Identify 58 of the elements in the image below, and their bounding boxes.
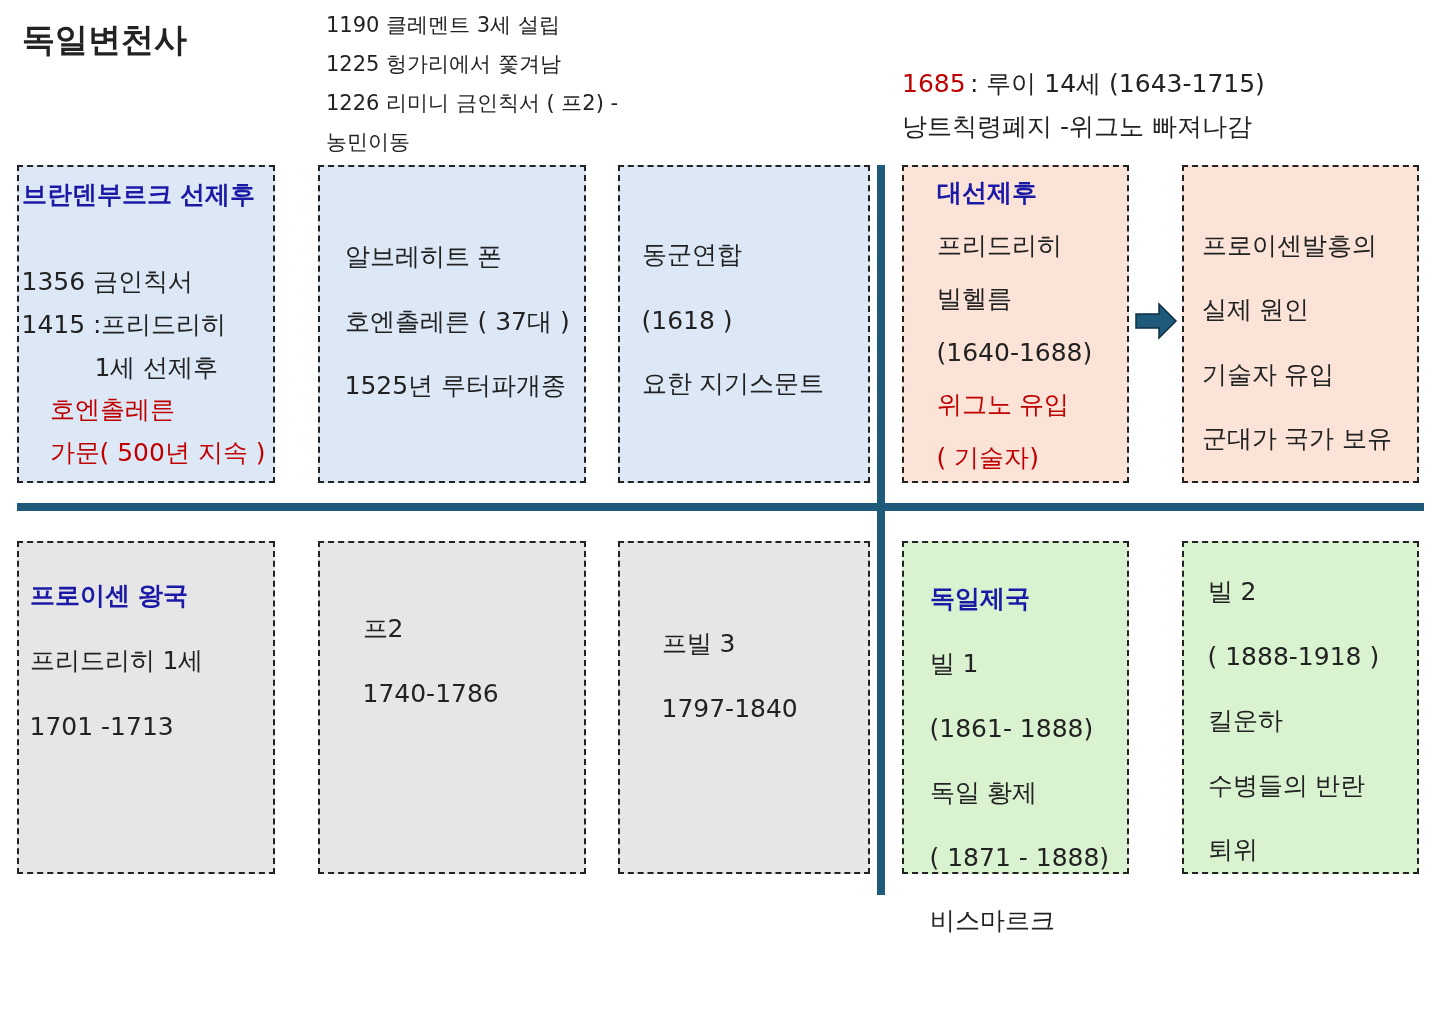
- box-text: 빌 1: [929, 647, 979, 680]
- note-text: 1190 클레멘트 3세 설립: [326, 12, 560, 39]
- box-heading: 프로이센 왕국: [29, 579, 189, 612]
- box-text: 프리드리히: [936, 229, 1062, 262]
- box-text: ( 기술자): [936, 441, 1039, 474]
- title: 독일변천사: [22, 19, 187, 61]
- box-text: 기술자 유입: [1201, 358, 1335, 391]
- box-text: 위그노 유입: [936, 388, 1070, 421]
- note-text: : 루이 14세 (1643-1715): [970, 68, 1265, 100]
- note-text: 낭트칙령폐지 -위그노 빠져나감: [902, 111, 1252, 143]
- box-text: 1740-1786: [362, 677, 499, 710]
- note-text: 1226 리미니 금인칙서 ( 프2) - 농민이동: [326, 90, 620, 156]
- dashed-box: [1182, 541, 1419, 874]
- dashed-box: [17, 165, 275, 483]
- side-note: 비스마르크: [930, 905, 1055, 937]
- box-text: 프빌 3: [661, 627, 736, 660]
- dashed-box: [618, 541, 870, 874]
- dashed-box: [17, 541, 275, 874]
- box-text: 1525년 루터파개종: [344, 369, 567, 402]
- box-text: ( 1888-1918 ): [1207, 640, 1380, 673]
- box-text: (1861- 1888): [929, 712, 1094, 745]
- note-text: 1685: [902, 68, 966, 100]
- box-text: 1415 :프리드리히: [21, 308, 227, 341]
- box-text: 빌헬름: [936, 282, 1012, 315]
- box-heading: 독일제국: [929, 582, 1030, 615]
- box-text: 1701 -1713: [29, 710, 174, 743]
- box-heading: 대선제후: [936, 176, 1037, 209]
- box-text: 호엔촐레른 ( 37대 ): [344, 305, 570, 338]
- box-text: 프로이센발흥의: [1201, 229, 1377, 262]
- dashed-box: [618, 165, 870, 483]
- dashed-box: [1182, 165, 1419, 483]
- box-text: 프리드리히 1세: [29, 644, 204, 677]
- box-text: 빌 2: [1207, 575, 1257, 608]
- box-text: 알브레히트 폰: [344, 240, 503, 273]
- box-text: 퇴위: [1207, 833, 1258, 866]
- box-text: 1세 선제후: [94, 351, 219, 384]
- box-text: 요한 지기스문트: [641, 367, 825, 400]
- dashed-box: [318, 541, 586, 874]
- box-text: 호엔촐레른: [49, 393, 175, 426]
- dashed-box: [902, 541, 1129, 874]
- box-text: 가문( 500년 지속 ): [49, 436, 266, 469]
- box-text: 프2: [362, 612, 404, 645]
- box-text: 독일 황제: [929, 776, 1038, 809]
- box-text: 수병들의 반란: [1207, 769, 1366, 802]
- box-text: 동군연합: [641, 238, 742, 271]
- box-text: (1640-1688): [936, 336, 1093, 369]
- dashed-box: [318, 165, 586, 483]
- box-text: (1618 ): [641, 304, 733, 337]
- box-text: 1797-1840: [661, 692, 798, 725]
- box-text: 킬운하: [1207, 704, 1283, 737]
- box-text: ( 1871 - 1888): [929, 841, 1110, 874]
- box-text: 군대가 국가 보유: [1201, 422, 1393, 455]
- dashed-box: [902, 165, 1129, 483]
- box-heading: 브란덴부르크 선제후: [21, 178, 256, 211]
- block-arrow: [1135, 302, 1178, 340]
- note-text: 1225 헝가리에서 쫓겨남: [326, 51, 561, 78]
- box-text: 실제 원인: [1201, 293, 1310, 326]
- box-text: 1356 금인칙서: [21, 265, 194, 298]
